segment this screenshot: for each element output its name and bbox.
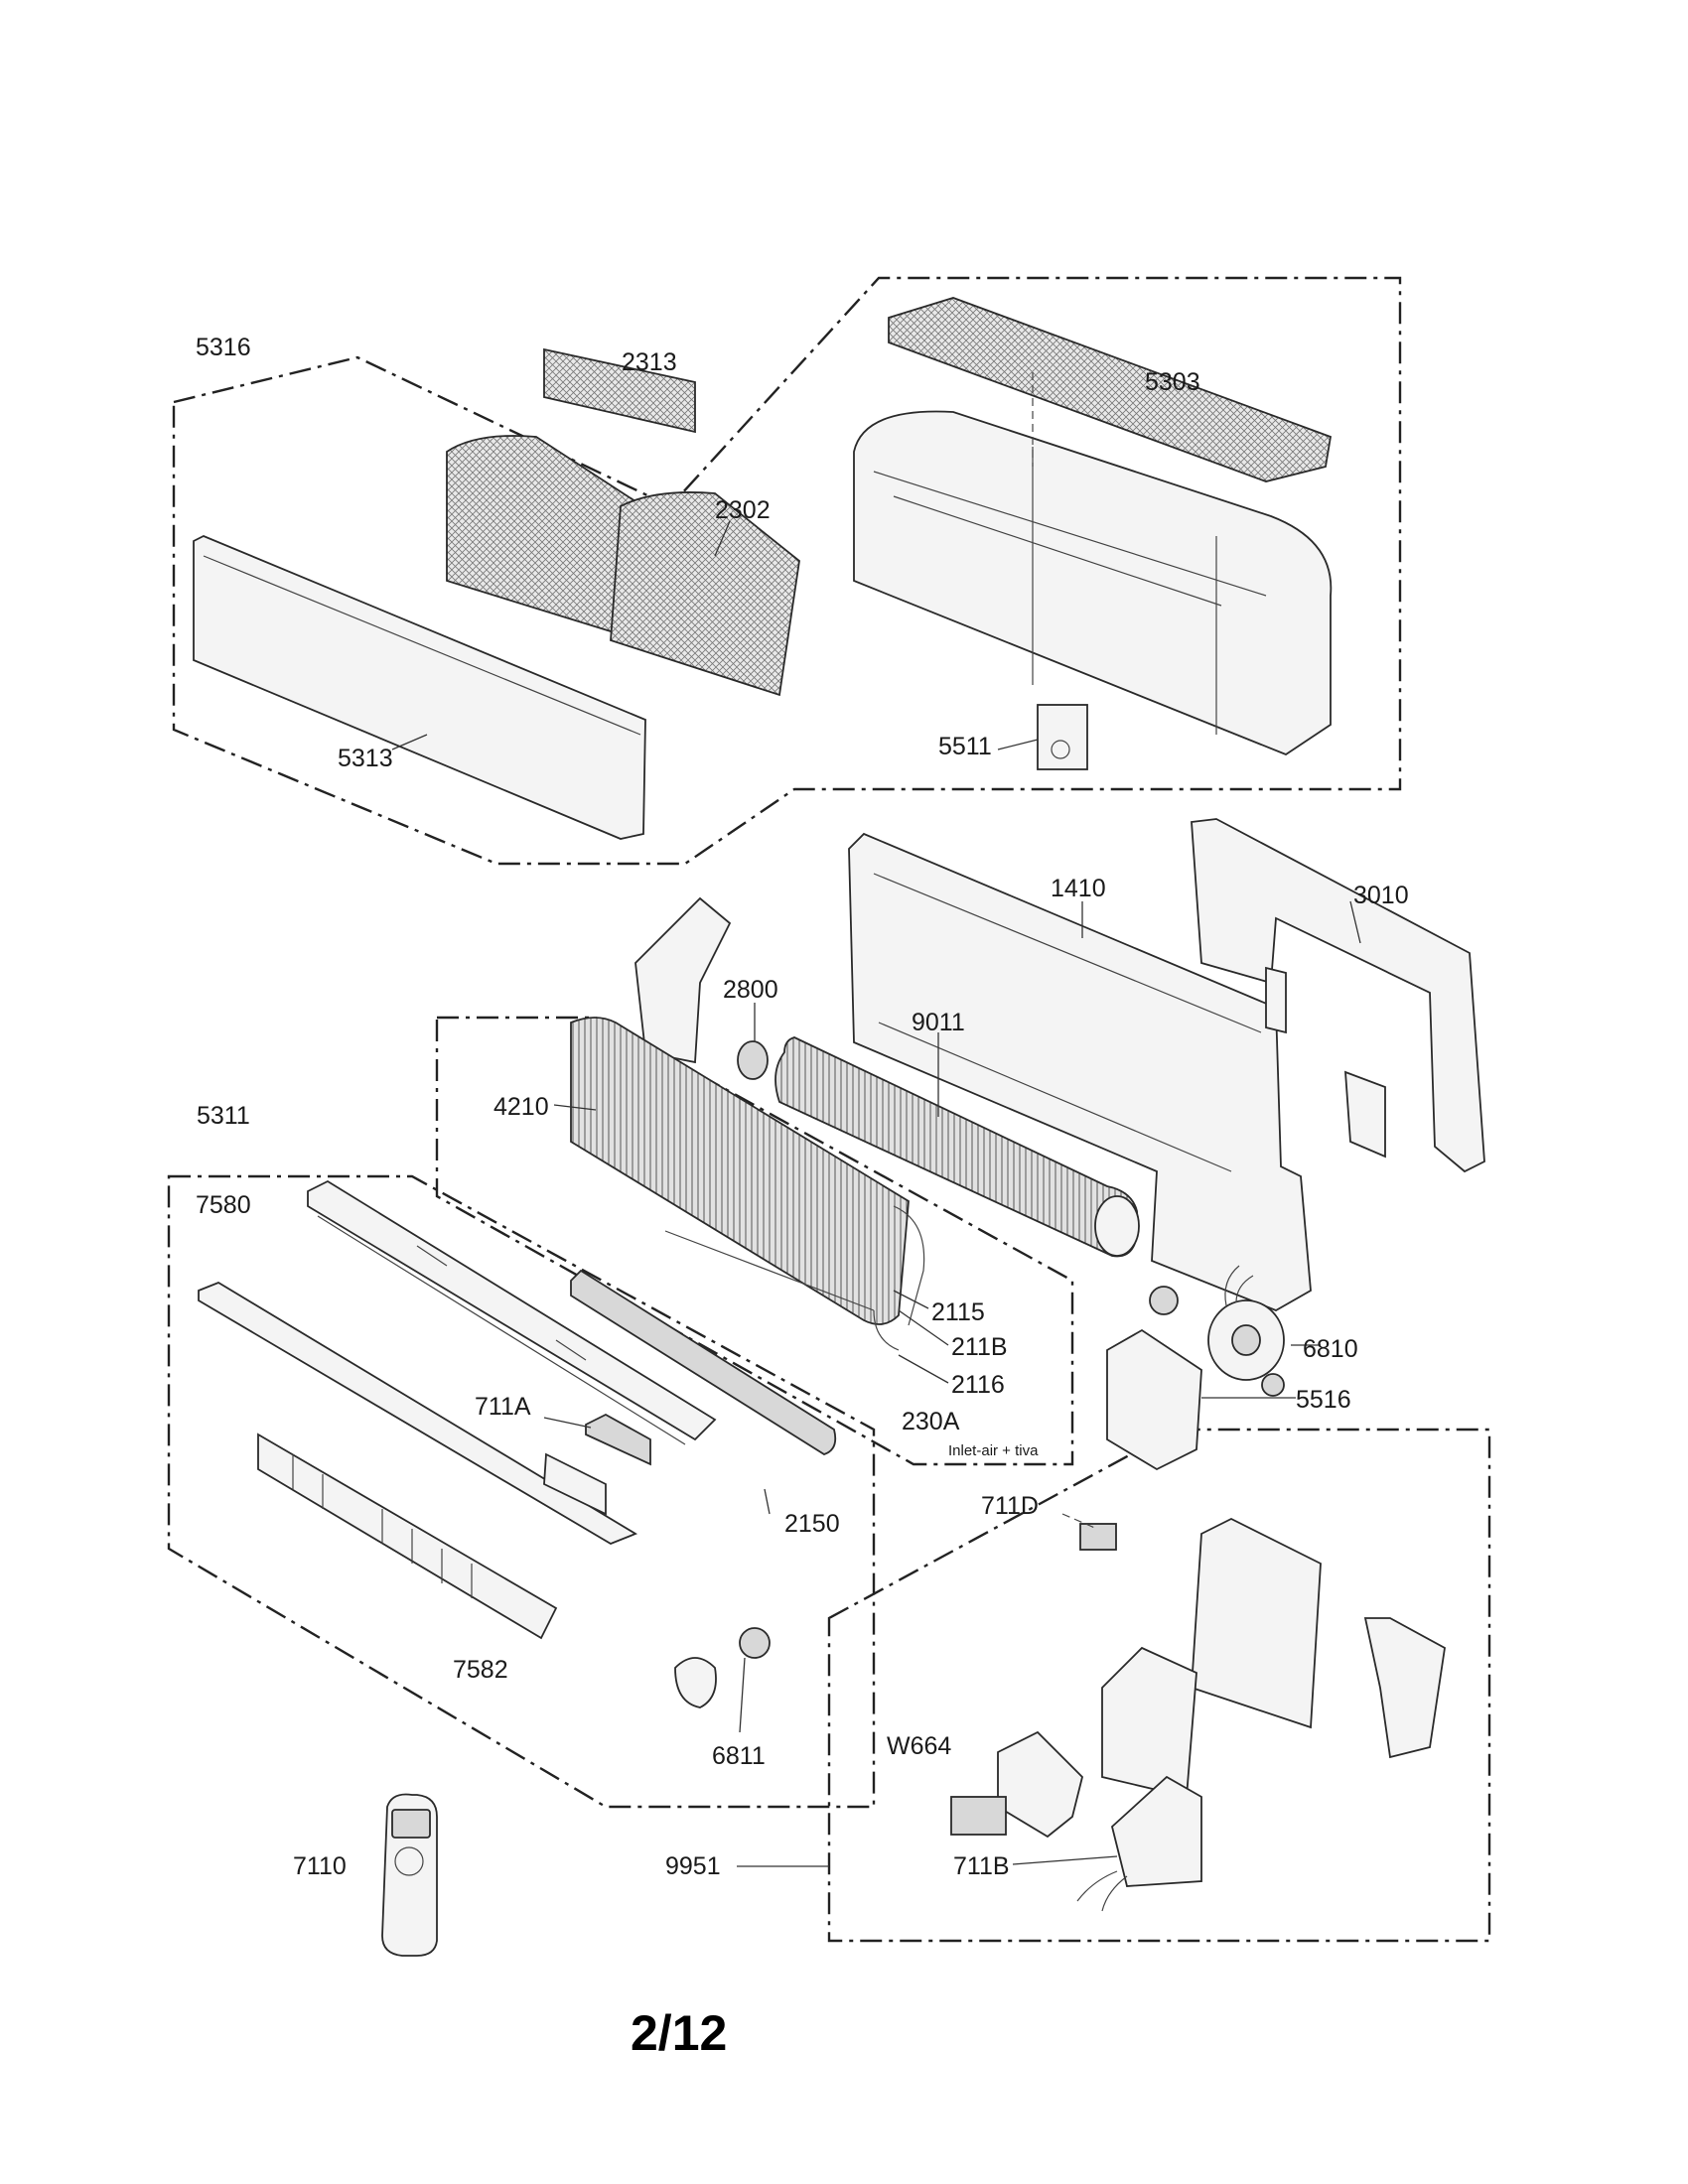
callout-2313: 2313 [622, 348, 677, 376]
back-plate-3010-tab2 [1265, 966, 1287, 1034]
filter-2313-part [543, 347, 696, 434]
front-panel-5313-part [193, 535, 646, 840]
vane-frame-7580-detail [317, 1215, 686, 1445]
heater-2150-part [570, 1269, 837, 1455]
callout-7582: 7582 [453, 1656, 508, 1684]
back-plate-3010-part [1191, 818, 1485, 1173]
connector-W664-part [950, 1796, 1007, 1836]
thermistor-2115-part [664, 1230, 875, 1311]
chassis-1410-detail [873, 873, 1262, 1172]
leader-5511 [997, 739, 1039, 751]
callout-9951: 9951 [665, 1852, 721, 1880]
leader-5313 [391, 734, 428, 751]
fan-motor-6810-hub [1231, 1324, 1261, 1356]
air-filter-2302-left-part [446, 435, 636, 637]
front-panel-group-boundary [172, 276, 1402, 866]
chassis-1410-part [848, 832, 1312, 1311]
cabinet-5303-part [853, 410, 1333, 756]
leader-3010 [1349, 900, 1361, 944]
remote-controller-7110-dial [394, 1846, 424, 1876]
rubber-ring-part [1261, 1373, 1285, 1397]
side-bracket-part [634, 896, 732, 1064]
callout-5311: 5311 [197, 1102, 250, 1130]
callout-2800: 2800 [723, 976, 778, 1004]
callout-W664: W664 [887, 1732, 951, 1760]
evaporator-4210-pipes [873, 1205, 925, 1351]
leader-6811 [739, 1657, 746, 1733]
control-box-cover-part [1191, 1517, 1322, 1729]
display-board-part [543, 1452, 607, 1516]
terminal-cover-part [1363, 1617, 1446, 1759]
callout-9011: 9011 [912, 1009, 965, 1036]
leader-711D [1061, 1513, 1098, 1530]
callout-5516: 5516 [1296, 1386, 1351, 1414]
sensor-holder-711D-part [1079, 1523, 1117, 1551]
callout-230A: 230A [902, 1408, 960, 1435]
callout-5316: 5316 [196, 334, 251, 361]
callout-4210: 4210 [493, 1093, 549, 1121]
callout-1410: 1410 [1051, 875, 1106, 902]
callout-5313: 5313 [338, 745, 393, 772]
leader-711A [543, 1417, 592, 1429]
leader-2150 [764, 1488, 771, 1515]
pcb-bracket-part [997, 1730, 1083, 1839]
louver-blades-7582 [292, 1454, 473, 1598]
leader-211B [898, 1309, 949, 1346]
bracket-5511-hole [1051, 740, 1070, 759]
front-panel-5313-edge [203, 555, 641, 736]
callout-6810: 6810 [1303, 1335, 1358, 1363]
air-filter-2302-right-part [610, 491, 800, 697]
bracket-5511-part [1037, 704, 1088, 770]
page-number: 2/12 [631, 2005, 727, 2061]
pcb-shield-part [1101, 1646, 1197, 1799]
callout-211B: 211B [951, 1333, 1008, 1361]
harness-711B [1076, 1870, 1128, 1912]
remote-controller-7110-screen [391, 1809, 431, 1839]
vane-assembly-group-boundary [167, 1174, 876, 1809]
leader-4210 [553, 1104, 597, 1111]
leader-2302 [714, 520, 731, 557]
motor-holder-5516-part [1106, 1328, 1202, 1471]
callout-2115: 2115 [931, 1298, 985, 1326]
louver-7582-part [257, 1433, 558, 1640]
callout-711B: 711B [953, 1852, 1010, 1880]
callout-5303: 5303 [1145, 368, 1200, 396]
callout-2302: 2302 [715, 496, 771, 524]
leader-2115 [893, 1290, 929, 1309]
leader-711B [1012, 1855, 1118, 1865]
callout-2150: 2150 [784, 1510, 840, 1538]
cross-flow-fan-9011-hub [1094, 1195, 1140, 1257]
inlet-grille-5303-part [888, 297, 1333, 482]
display-711A-part [585, 1413, 651, 1466]
callout-7580: 7580 [196, 1191, 251, 1219]
bearing-2800-part [737, 1040, 769, 1080]
callout-711D: 711D [981, 1492, 1039, 1520]
cabinet-5303-detail [873, 447, 1267, 735]
evaporator-4210-part [570, 1017, 910, 1325]
step-motor-6811-part [674, 1657, 717, 1708]
callout-5511: 5511 [938, 733, 992, 760]
control-box-group-boundary [827, 1428, 1491, 1943]
horizontal-vane-5311-part [198, 1281, 638, 1545]
vane-frame-7580-part [307, 1179, 717, 1441]
leader-2116 [898, 1354, 949, 1384]
back-plate-3010-tab [1344, 1070, 1386, 1159]
callout-230A-note: Inlet-air + tiva [948, 1442, 1039, 1459]
callout-711A: 711A [475, 1393, 531, 1421]
callout-3010: 3010 [1353, 882, 1409, 909]
callout-2116: 2116 [951, 1371, 1005, 1399]
motor-coupling-part [1149, 1286, 1179, 1315]
step-motor-6811-gear [739, 1627, 771, 1659]
callout-6811: 6811 [712, 1742, 766, 1770]
motor-leads [1224, 1265, 1254, 1306]
callout-7110: 7110 [293, 1852, 347, 1880]
main-pcb-711B-part [1110, 1775, 1202, 1887]
